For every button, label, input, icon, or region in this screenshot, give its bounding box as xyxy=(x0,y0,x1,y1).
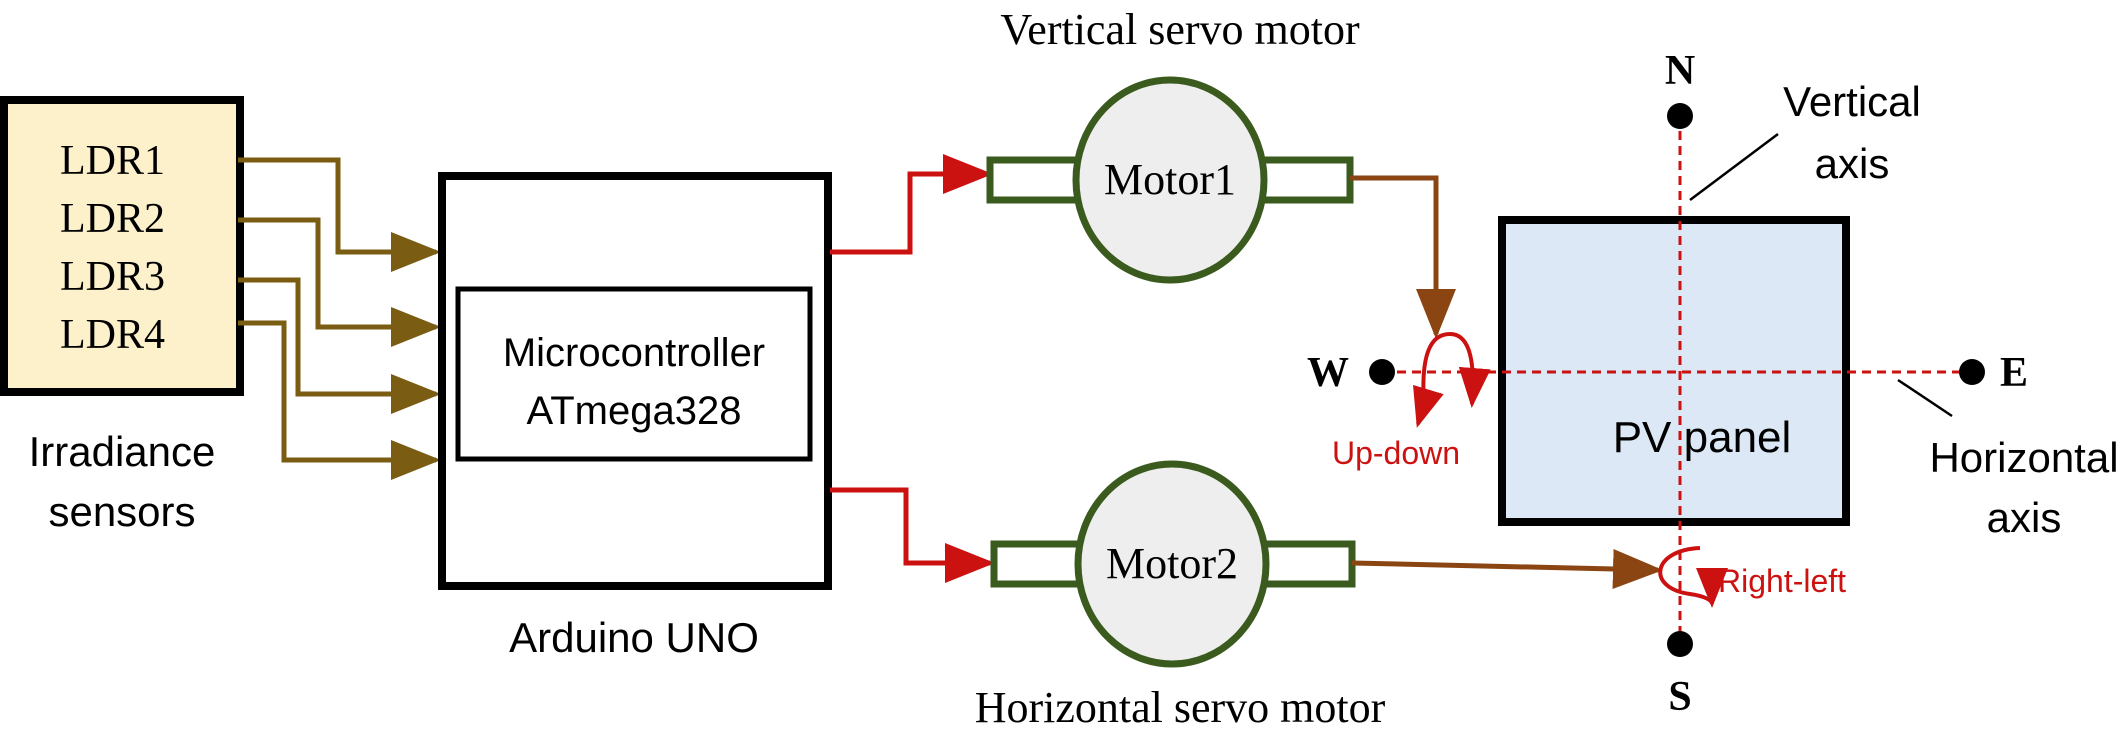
wire-ldr3 xyxy=(238,277,441,414)
vertical-axis-pointer xyxy=(1689,133,1779,201)
wire-ldr1 xyxy=(238,157,441,272)
sensor-caption-line2: sensors xyxy=(48,488,195,535)
motor2-caption: Horizontal servo motor xyxy=(975,683,1386,732)
east-label: E xyxy=(2000,350,2028,396)
motor2-label: Motor2 xyxy=(1106,539,1238,588)
west-dot xyxy=(1369,359,1395,385)
horizontal-axis-pointer xyxy=(1897,378,1953,418)
horizontal-axis-label-line2: axis xyxy=(1987,494,2062,541)
wire-ldr4 xyxy=(238,320,441,480)
south-dot xyxy=(1667,631,1693,657)
microcontroller-box xyxy=(455,286,813,462)
north-label: N xyxy=(1665,48,1695,94)
vertical-axis-label-line2: axis xyxy=(1815,140,1890,187)
horizontal-axis-label-line1: Horizontal xyxy=(1929,434,2118,481)
arduino-block: Microcontroller ATmega328 xyxy=(438,172,832,590)
pv-panel-label: PV panel xyxy=(1613,413,1792,462)
right-left-label: Right-left xyxy=(1718,563,1846,599)
sensor-wires xyxy=(238,157,441,480)
motor1-shaft-right xyxy=(1256,156,1354,204)
north-dot xyxy=(1667,103,1693,129)
sensor-label-ldr3: LDR3 xyxy=(60,254,165,300)
drive-wire-motor1 xyxy=(1350,175,1456,339)
sensor-caption-line1: Irradiance xyxy=(29,428,216,475)
wire-ldr2 xyxy=(238,217,441,347)
sensor-box xyxy=(0,96,244,396)
motor1-label: Motor1 xyxy=(1104,155,1236,204)
motor2-shaft-left xyxy=(990,540,1088,588)
motor2-body xyxy=(1074,460,1270,668)
sensor-label-ldr4: LDR4 xyxy=(60,312,165,358)
sensor-block: LDR1 LDR2 LDR3 LDR4 xyxy=(0,96,244,396)
drive-wire-motor2 xyxy=(1351,548,1663,589)
up-down-rotation-arrow xyxy=(1413,331,1491,428)
west-label: W xyxy=(1307,350,1349,396)
microcontroller-line2: ATmega328 xyxy=(527,389,742,433)
motor1-shaft-left xyxy=(986,156,1084,204)
motor2: Motor2 xyxy=(990,460,1356,668)
motor1: Motor1 xyxy=(986,76,1354,284)
south-label: S xyxy=(1668,674,1691,720)
up-down-label: Up-down xyxy=(1332,435,1460,471)
vertical-axis-label-line1: Vertical xyxy=(1783,78,1921,125)
signal-wire-motor2 xyxy=(830,487,995,583)
drive-wires xyxy=(1350,175,1663,589)
arduino-caption: Arduino UNO xyxy=(509,614,759,661)
sensor-label-ldr1: LDR1 xyxy=(60,138,165,184)
microcontroller-line1: Microcontroller xyxy=(503,331,765,375)
motor2-shaft-right xyxy=(1258,540,1356,588)
east-dot xyxy=(1959,359,1985,385)
sensor-label-ldr2: LDR2 xyxy=(60,196,165,242)
right-left-rotation-arrow xyxy=(1658,546,1728,608)
motor1-caption: Vertical servo motor xyxy=(1000,5,1360,54)
motor1-body xyxy=(1072,76,1268,284)
compass: N S W E xyxy=(1307,48,2028,720)
signal-wire-motor1 xyxy=(830,154,993,255)
signal-wires xyxy=(830,154,995,583)
